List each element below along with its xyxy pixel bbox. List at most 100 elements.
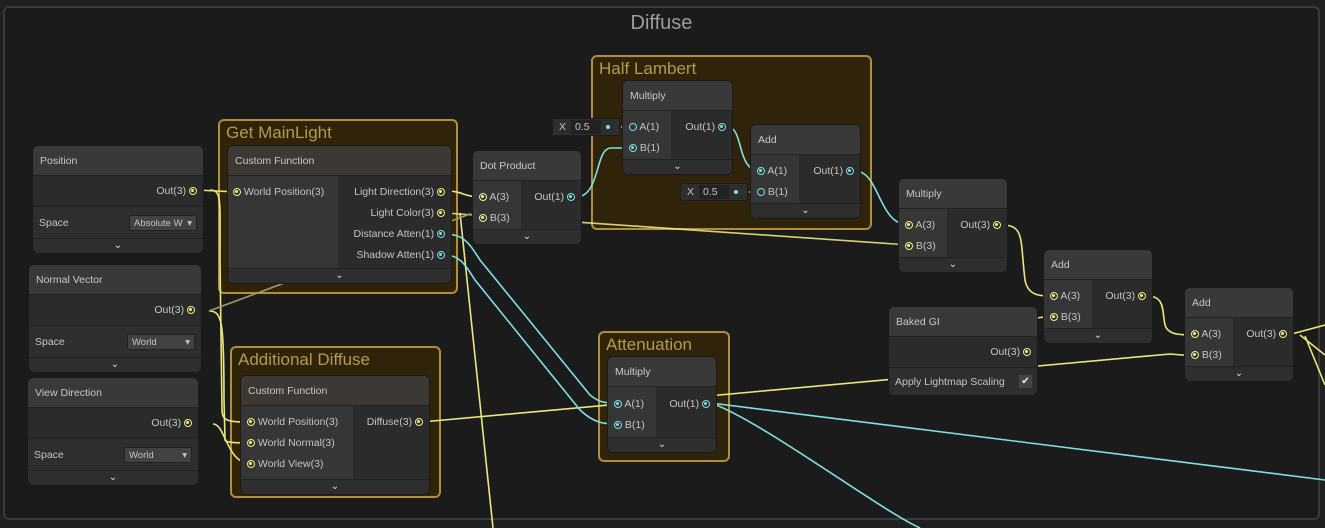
node-multiply-attenuation[interactable]: Multiply A(1) B(1)Out(1) ⌄ [607, 356, 717, 453]
node-multiply-half-lambert[interactable]: Multiply A(1) B(1) Out(1) ⌄ [622, 80, 733, 175]
node-title: Normal Vector [29, 265, 201, 295]
apply-lightmap-checkbox[interactable]: ✔ [1019, 375, 1032, 388]
node-baked-gi[interactable]: Baked GI Out(3) Apply Lightmap Scaling✔ [888, 306, 1038, 396]
collapse-chevron-icon[interactable]: ⌄ [473, 229, 581, 244]
node-dot-product[interactable]: Dot Product A(3) B(3)Out(1) ⌄ [472, 150, 582, 245]
output-port[interactable] [437, 188, 445, 197]
input-port-a[interactable] [1191, 330, 1199, 339]
option-label: Apply Lightmap Scaling [895, 375, 1005, 388]
group-title: Get MainLight [226, 123, 332, 142]
input-port-a[interactable] [905, 221, 913, 230]
input-port-a[interactable] [757, 167, 765, 176]
node-title: Multiply [623, 81, 732, 111]
node-title: Custom Function [228, 146, 451, 176]
input-port-b[interactable] [614, 421, 622, 430]
node-title: Custom Function [241, 376, 429, 406]
node-title: Dot Product [473, 151, 581, 181]
node-custom-function-additional[interactable]: Custom Function World Position(3) World … [240, 375, 430, 495]
output-port[interactable] [567, 193, 575, 202]
port-label: Out(3) [154, 304, 185, 316]
collapse-chevron-icon[interactable]: ⌄ [1044, 328, 1152, 343]
input-port[interactable] [247, 418, 255, 427]
group-title: Diffuse [630, 12, 693, 34]
output-port[interactable] [437, 209, 445, 218]
node-title: Multiply [899, 179, 1007, 209]
port-label: B(1) [767, 186, 788, 198]
collapse-chevron-icon[interactable]: ⌄ [608, 437, 716, 452]
input-port-a[interactable] [629, 123, 637, 132]
output-port[interactable] [415, 418, 423, 427]
port-label: A(1) [767, 165, 788, 177]
wire [208, 310, 253, 444]
x-input[interactable]: 0.5 [699, 185, 730, 199]
output-port[interactable] [184, 419, 192, 428]
collapse-chevron-icon[interactable]: ⌄ [623, 159, 732, 174]
group-title: Additional Diffuse [238, 350, 370, 369]
output-port[interactable] [718, 123, 726, 132]
space-dropdown[interactable]: World▾ [127, 333, 195, 350]
output-port[interactable] [846, 167, 854, 176]
collapse-chevron-icon[interactable]: ⌄ [241, 479, 429, 494]
x-input[interactable]: 0.5 [571, 120, 602, 134]
input-port-b[interactable] [757, 188, 765, 197]
output-port[interactable] [437, 230, 445, 239]
input-port-a[interactable] [1050, 292, 1058, 301]
output-port[interactable] [702, 400, 710, 409]
input-port[interactable] [233, 188, 241, 197]
wire [575, 147, 633, 198]
space-dropdown[interactable]: Absolute W▾ [129, 214, 197, 231]
collapse-chevron-icon[interactable]: ⌄ [28, 470, 198, 485]
collapse-chevron-icon[interactable]: ⌄ [1185, 366, 1293, 381]
port-dot-icon [734, 190, 739, 194]
output-port[interactable] [437, 251, 445, 260]
input-port-b[interactable] [479, 214, 487, 223]
input-port-b[interactable] [1050, 313, 1058, 322]
port-label: A(3) [489, 191, 510, 203]
input-port[interactable] [247, 460, 255, 469]
space-dropdown[interactable]: World▾ [124, 446, 192, 463]
port-label: A(1) [639, 121, 660, 133]
port-label: Distance Atten(1) [353, 228, 435, 240]
collapse-chevron-icon[interactable]: ⌄ [29, 357, 201, 372]
node-add[interactable]: Add A(3) B(3)Out(3) ⌄ [1043, 249, 1153, 344]
wire [1001, 224, 1054, 297]
collapse-chevron-icon[interactable]: ⌄ [33, 238, 203, 253]
output-port[interactable] [1023, 348, 1031, 357]
input-port-b[interactable] [1191, 351, 1199, 360]
node-multiply[interactable]: Multiply A(3) B(3)Out(3) ⌄ [898, 178, 1008, 273]
collapse-chevron-icon[interactable]: ⌄ [899, 257, 1007, 272]
port-label: Out(1) [685, 121, 716, 133]
wire [209, 189, 253, 423]
input-port-b[interactable] [905, 242, 913, 251]
node-custom-function-mainlight[interactable]: Custom Function World Position(3) Light … [227, 145, 452, 284]
port-label: A(3) [1060, 290, 1081, 302]
wire [710, 402, 921, 528]
port-label: Out(3) [156, 185, 187, 197]
output-port[interactable] [1138, 292, 1146, 301]
node-add-final[interactable]: Add A(3) B(3)Out(3) ⌄ [1184, 287, 1294, 382]
port-label: A(3) [915, 219, 936, 231]
output-port[interactable] [993, 221, 1001, 230]
port-label: Shadow Atten(1) [356, 249, 435, 261]
output-port[interactable] [189, 187, 197, 196]
input-port-a[interactable] [614, 400, 622, 409]
node-title: Add [751, 125, 860, 155]
node-add-half-lambert[interactable]: Add A(1) B(1)Out(1) ⌄ [750, 124, 861, 219]
port-label: B(3) [1060, 311, 1081, 323]
collapse-chevron-icon[interactable]: ⌄ [228, 268, 451, 283]
input-port-b[interactable] [629, 144, 637, 153]
input-port-a[interactable] [479, 193, 487, 202]
input-port[interactable] [247, 439, 255, 448]
output-port[interactable] [1279, 330, 1287, 339]
port-label: B(1) [639, 142, 660, 154]
collapse-chevron-icon[interactable]: ⌄ [751, 203, 860, 218]
port-label: B(3) [915, 240, 936, 252]
node-title: Baked GI [889, 307, 1037, 337]
output-port[interactable] [187, 306, 195, 315]
port-label: B(3) [1201, 349, 1222, 361]
